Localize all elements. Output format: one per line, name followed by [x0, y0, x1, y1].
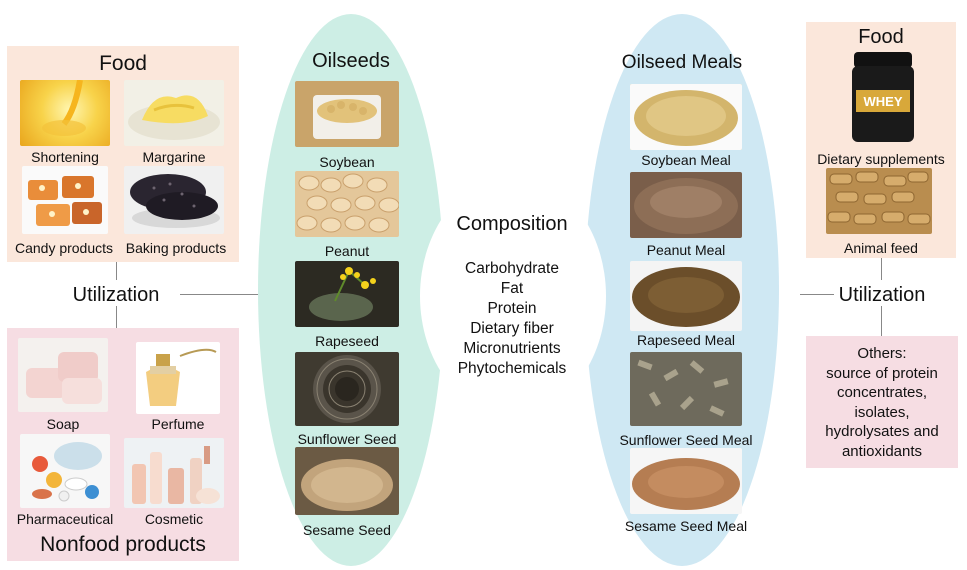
- connector-right-vertical-bottom: [881, 306, 882, 336]
- meal-label-sesame: Sesame Seed Meal: [610, 518, 762, 534]
- candy-label: Candy products: [7, 240, 121, 256]
- baking-photo: [124, 166, 224, 234]
- composition-title: Composition: [440, 213, 584, 236]
- pills-photo: [20, 434, 110, 508]
- perfume-photo: [136, 342, 220, 414]
- others-text: Others: source of protein concentrates, …: [806, 344, 958, 461]
- composition-item: Phytochemicals: [440, 359, 584, 379]
- meal-label-peanut: Peanut Meal: [620, 242, 752, 258]
- others-line: isolates,: [806, 403, 958, 423]
- composition-item: Fat: [440, 279, 584, 299]
- oilseed-label-rapeseed: Rapeseed: [295, 333, 399, 349]
- utilization-label-right: Utilization: [826, 284, 938, 307]
- shortening-label: Shortening: [10, 149, 120, 165]
- pharmaceutical-label: Pharmaceutical: [7, 511, 123, 527]
- rapeseed-photo: [295, 261, 399, 327]
- sunflower-photo: [295, 352, 399, 426]
- peanut-meal-photo: [630, 172, 742, 238]
- meals-title: Oilseed Meals: [585, 52, 779, 74]
- connector-left-vertical-top: [116, 262, 117, 280]
- soap-photo: [18, 338, 108, 412]
- others-line: source of protein: [806, 364, 958, 384]
- sunflower-meal-photo: [630, 352, 742, 426]
- soybean-photo: [295, 81, 399, 147]
- baking-label: Baking products: [120, 240, 232, 256]
- dietary-supplements-label: Dietary supplements: [806, 151, 956, 167]
- composition-item: Protein: [440, 299, 584, 319]
- perfume-label: Perfume: [124, 416, 232, 432]
- sesame-meal-photo: [630, 448, 742, 514]
- oilseed-label-soybean: Soybean: [295, 154, 399, 170]
- meal-label-rapeseed: Rapeseed Meal: [620, 332, 752, 348]
- food-title-left: Food: [7, 52, 239, 76]
- others-line: concentrates,: [806, 383, 958, 403]
- soybean-meal-photo: [630, 84, 742, 150]
- oilseed-label-sunflower: Sunflower Seed: [288, 431, 406, 447]
- peanut-photo: [295, 171, 399, 237]
- margarine-label: Margarine: [119, 149, 229, 165]
- margarine-photo: [124, 80, 224, 146]
- soap-label: Soap: [18, 416, 108, 432]
- sesame-photo: [295, 447, 399, 515]
- others-line: Others:: [806, 344, 958, 364]
- cosmetic-photo: [124, 438, 224, 508]
- oilseeds-title: Oilseeds: [258, 50, 444, 73]
- oilseed-label-peanut: Peanut: [295, 243, 399, 259]
- animal-feed-label: Animal feed: [806, 240, 956, 256]
- shortening-photo: [20, 80, 110, 146]
- connector-right-vertical-top: [881, 258, 882, 280]
- others-line: antioxidants: [806, 442, 958, 462]
- utilization-label-left: Utilization: [60, 284, 172, 307]
- feed-pellets-photo: [826, 168, 932, 234]
- meal-label-sunflower: Sunflower Seed Meal: [606, 432, 766, 448]
- meal-label-soybean: Soybean Meal: [620, 152, 752, 168]
- nonfood-title: Nonfood products: [7, 533, 239, 557]
- composition-item: Dietary fiber: [440, 319, 584, 339]
- composition-item: Micronutrients: [440, 339, 584, 359]
- composition-list: Carbohydrate Fat Protein Dietary fiber M…: [440, 259, 584, 379]
- food-title-right: Food: [806, 26, 956, 49]
- whey-brand-text: WHEY: [852, 94, 914, 109]
- cosmetic-label: Cosmetic: [122, 511, 226, 527]
- connector-left-vertical-bottom: [116, 306, 117, 328]
- composition-item: Carbohydrate: [440, 259, 584, 279]
- whey-tub-photo: WHEY: [848, 50, 918, 144]
- oilseed-label-sesame: Sesame Seed: [295, 522, 399, 538]
- rapeseed-meal-photo: [630, 261, 742, 331]
- candy-photo: [22, 166, 108, 234]
- others-line: hydrolysates and: [806, 422, 958, 442]
